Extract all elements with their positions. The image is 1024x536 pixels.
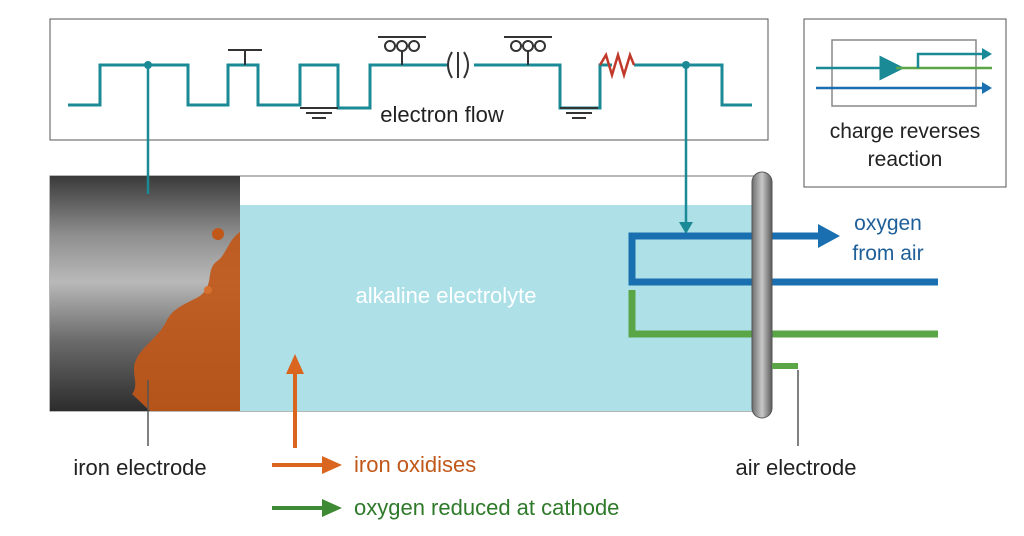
circuit-box bbox=[49, 18, 769, 141]
rust-patch bbox=[132, 232, 240, 411]
rust-spot bbox=[212, 228, 224, 240]
iron-electrode-label: iron electrode bbox=[73, 455, 206, 480]
inset-arrowhead-upper bbox=[982, 48, 992, 60]
wire-arrowhead bbox=[679, 222, 693, 234]
cell: alkaline electrolyte oxygen from air bbox=[49, 65, 938, 448]
electrolyte-label: alkaline electrolyte bbox=[356, 283, 537, 308]
inset-panel: charge reverses reaction bbox=[803, 18, 1007, 188]
legend-label-iron: iron oxidises bbox=[354, 452, 476, 477]
green-line bbox=[628, 290, 938, 338]
oxygen-path bbox=[628, 232, 938, 286]
inductor-icon-right bbox=[504, 36, 552, 65]
inset-label-line2: reaction bbox=[868, 148, 943, 171]
oxygen-label-line1: oxygen bbox=[854, 212, 922, 235]
oxygen-label-line2: from air bbox=[852, 242, 923, 265]
resistor-icon bbox=[598, 50, 636, 80]
oxygen-arrowhead bbox=[818, 224, 840, 248]
inset-label-line1: charge reverses bbox=[830, 120, 981, 143]
inset-arrow-blue-upper bbox=[916, 52, 982, 68]
legend-arrowhead-oxygen bbox=[322, 499, 342, 517]
inset-cell-icon bbox=[831, 39, 977, 107]
inductor-icon-left bbox=[378, 36, 426, 65]
legend-arrowhead-iron bbox=[322, 456, 342, 474]
air-electrode-cap bbox=[751, 171, 773, 419]
ground-icon-right bbox=[560, 107, 598, 119]
switch-icon bbox=[228, 49, 262, 65]
legend-label-oxygen: oxygen reduced at cathode bbox=[354, 495, 619, 520]
up-arrowhead bbox=[286, 354, 304, 374]
circuit-panel: electron flow bbox=[49, 18, 769, 141]
legend: iron oxidises oxygen reduced at cathode bbox=[272, 452, 619, 520]
rust-spot-2 bbox=[204, 286, 212, 294]
capacitor-icon bbox=[447, 51, 469, 79]
inset-arrowhead-lower bbox=[982, 82, 992, 94]
air-electrode-label: air electrode bbox=[735, 455, 856, 480]
circuit-wire-end bbox=[634, 63, 752, 107]
ground-icon-left bbox=[300, 107, 338, 119]
electron-flow-label: electron flow bbox=[380, 102, 504, 127]
